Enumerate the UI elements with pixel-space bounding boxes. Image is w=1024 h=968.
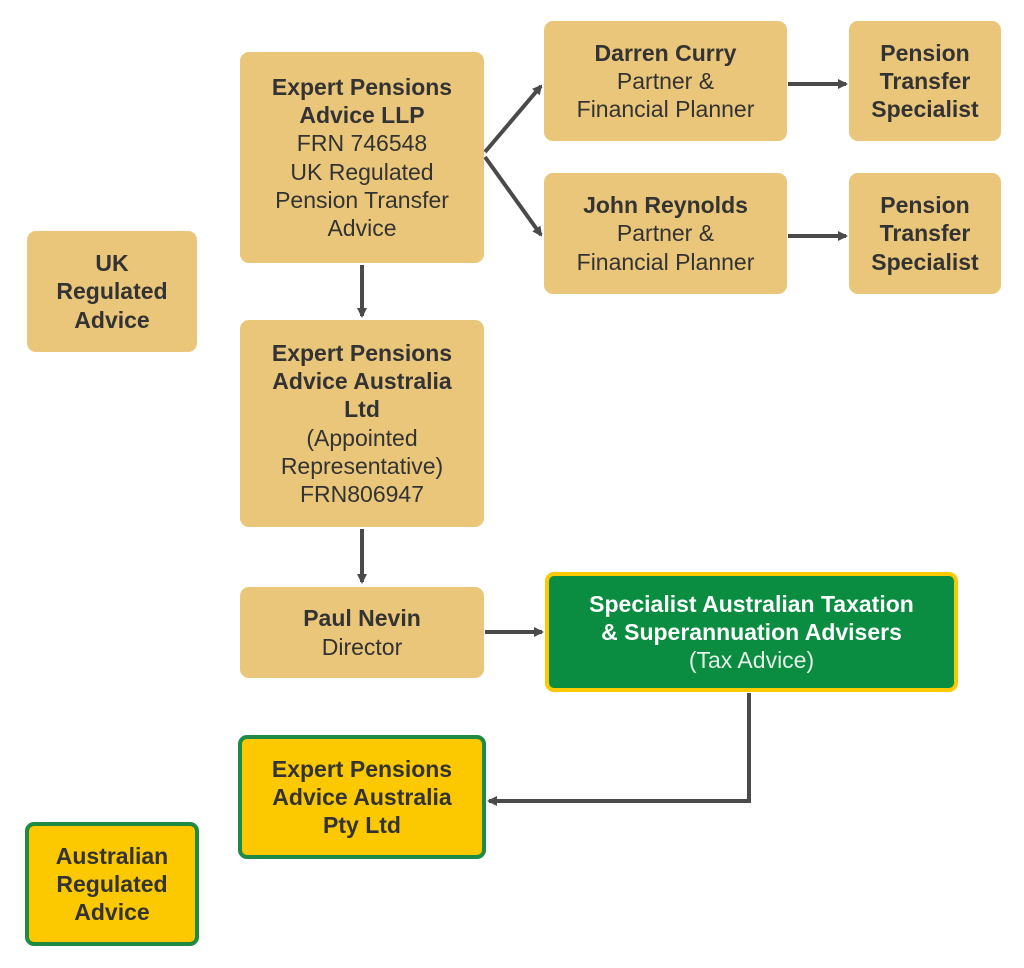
arrow-llp-to-john: [483, 155, 543, 237]
node-title: John Reynolds: [583, 192, 748, 219]
node-title: Specialist Australian Taxation& Superann…: [589, 590, 914, 645]
arrow-llp-to-darren: [483, 84, 543, 154]
node-body: Partner &Financial Planner: [576, 220, 755, 275]
node-specialist-australian-taxation: Specialist Australian Taxation& Superann…: [545, 572, 958, 692]
node-paul-nevin: Paul Nevin Director: [240, 587, 484, 678]
node-darren-curry: Darren Curry Partner &Financial Planner: [544, 21, 787, 141]
node-title: Paul Nevin: [303, 605, 421, 632]
node-body: Director: [321, 633, 403, 660]
arrow-specialist-to-pty: [487, 693, 751, 806]
node-body: Partner &Financial Planner: [576, 67, 755, 123]
node-title: Darren Curry: [594, 39, 737, 66]
node-body: (Tax Advice): [688, 647, 815, 674]
node-john-reynolds: John Reynolds Partner &Financial Planner: [544, 173, 787, 294]
